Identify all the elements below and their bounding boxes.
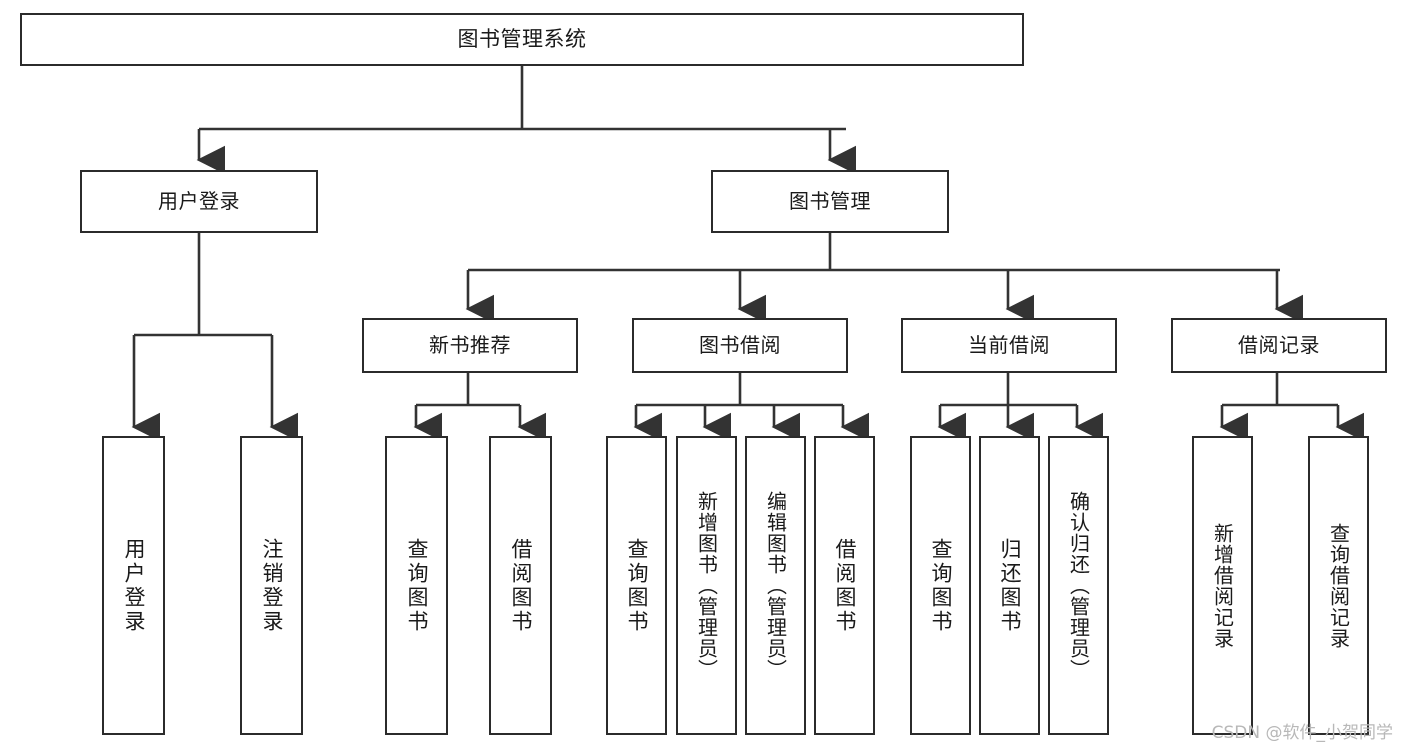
node-root[interactable]: 图书管理系统 (20, 13, 1024, 66)
node-borrow-record[interactable]: 借阅记录 (1171, 318, 1387, 373)
leaf-add-record-label: 新增借阅记录 (1210, 522, 1235, 649)
node-book-manage-label: 图书管理 (789, 188, 871, 213)
node-book-borrow-label: 图书借阅 (699, 332, 781, 357)
node-new-book-rec-label: 新书推荐 (429, 332, 511, 357)
leaf-return-book-label: 归还图书 (998, 537, 1022, 634)
leaf-logout[interactable]: 注销登录 (240, 436, 303, 735)
leaf-add-book[interactable]: 新增图书（管理员） (676, 436, 737, 735)
node-borrow-record-label: 借阅记录 (1238, 332, 1320, 357)
leaf-borrow-book-1[interactable]: 借阅图书 (489, 436, 552, 735)
leaf-query-record-label: 查询借阅记录 (1326, 522, 1351, 649)
leaf-edit-book[interactable]: 编辑图书（管理员） (745, 436, 806, 735)
node-current-borrow[interactable]: 当前借阅 (901, 318, 1117, 373)
leaf-borrow-book-1-label: 借阅图书 (509, 537, 533, 634)
leaf-user-login-label: 用户登录 (122, 537, 146, 634)
leaf-query-book-3[interactable]: 查询图书 (910, 436, 971, 735)
node-root-label: 图书管理系统 (457, 27, 587, 52)
leaf-edit-book-label: 编辑图书（管理员） (763, 491, 788, 680)
leaf-borrow-book-2[interactable]: 借阅图书 (814, 436, 875, 735)
leaf-confirm-return-label: 确认归还（管理员） (1066, 491, 1091, 680)
leaf-query-book-2[interactable]: 查询图书 (606, 436, 667, 735)
leaf-add-record[interactable]: 新增借阅记录 (1192, 436, 1253, 735)
leaf-return-book[interactable]: 归还图书 (979, 436, 1040, 735)
leaf-add-book-label: 新增图书（管理员） (694, 491, 719, 680)
leaf-logout-label: 注销登录 (260, 537, 284, 634)
leaf-query-book-1[interactable]: 查询图书 (385, 436, 448, 735)
leaf-borrow-book-2-label: 借阅图书 (833, 537, 857, 634)
node-user-login[interactable]: 用户登录 (80, 170, 318, 233)
leaf-query-book-3-label: 查询图书 (929, 537, 953, 634)
node-book-manage[interactable]: 图书管理 (711, 170, 949, 233)
leaf-query-book-1-label: 查询图书 (405, 537, 429, 634)
node-current-borrow-label: 当前借阅 (968, 332, 1050, 357)
leaf-user-login[interactable]: 用户登录 (102, 436, 165, 735)
leaf-confirm-return[interactable]: 确认归还（管理员） (1048, 436, 1109, 735)
node-book-borrow[interactable]: 图书借阅 (632, 318, 848, 373)
leaf-query-book-2-label: 查询图书 (625, 537, 649, 634)
watermark: CSDN @软件_小贺同学 (1211, 723, 1393, 743)
leaf-query-record[interactable]: 查询借阅记录 (1308, 436, 1369, 735)
node-user-login-label: 用户登录 (158, 188, 240, 213)
node-new-book-rec[interactable]: 新书推荐 (362, 318, 578, 373)
